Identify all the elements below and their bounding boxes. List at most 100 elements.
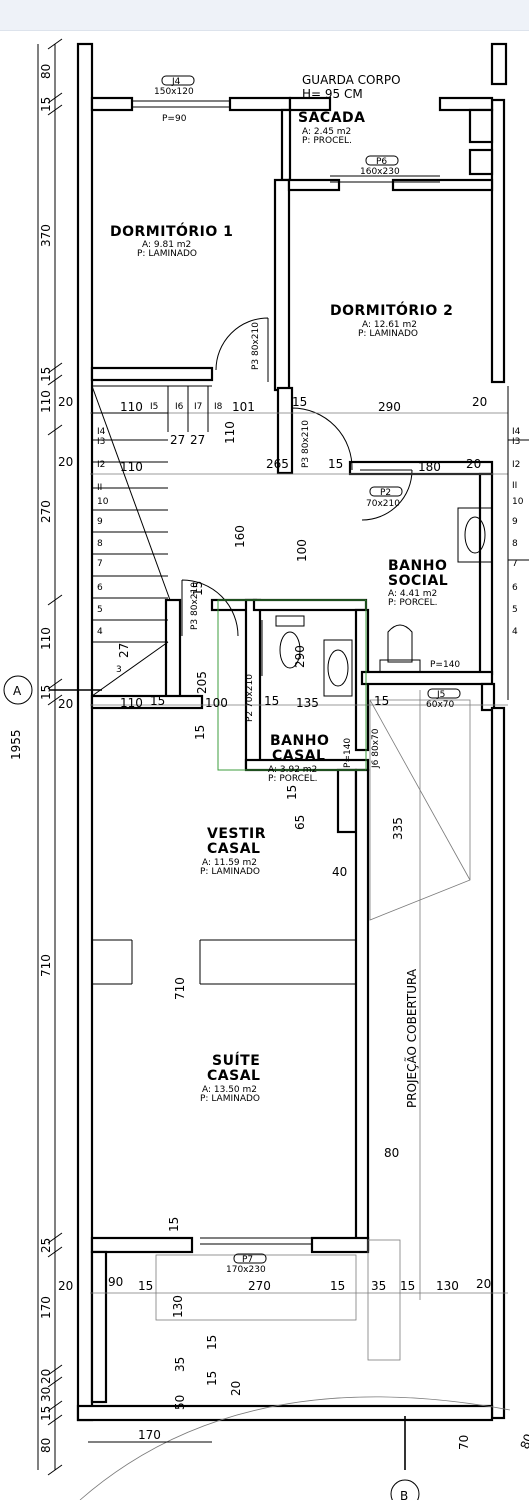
dim: 70	[457, 1435, 471, 1450]
left-dim-label: 25	[39, 1238, 53, 1253]
room-labels: DORMITÓRIO 1 A: 9.81 m2 P: LAMINADO DORM…	[110, 110, 453, 1104]
stair-step-number: 6	[512, 583, 518, 593]
tag-p7: P7	[242, 1255, 253, 1265]
room-suite-name-2: CASAL	[207, 1068, 260, 1084]
room-banho-social-floor: P: PORCEL.	[388, 598, 437, 608]
room-sacada-floor: P: PROCEL.	[302, 136, 352, 146]
left-dim-label: 110	[39, 390, 53, 413]
stair-step-number: I3	[97, 437, 105, 447]
dim: 15	[150, 694, 165, 708]
dim: I5	[150, 402, 158, 412]
room-suite-floor: P: LAMINADO	[200, 1094, 260, 1104]
dim: 80	[384, 1146, 399, 1160]
stair-step-number: II	[97, 483, 102, 493]
stair-step-number: I2	[97, 460, 105, 470]
dim: 20	[58, 455, 73, 469]
dim: 20	[58, 1279, 73, 1293]
tag-p90: P=90	[162, 114, 187, 124]
openings-lines	[132, 100, 440, 1245]
stair-step-number: 9	[97, 517, 103, 527]
dim: 27	[117, 643, 131, 658]
viewer-top-bar	[0, 0, 529, 31]
stair-step-number: II	[512, 481, 517, 491]
room-dormitorio-2-name: DORMITÓRIO 2	[330, 301, 453, 319]
dim: 265	[266, 457, 289, 471]
dim-total: 1955	[9, 729, 23, 760]
notes: GUARDA CORPO H= 95 CM PROJEÇÃO COBERTURA	[302, 73, 419, 1108]
dim: 20	[476, 1277, 491, 1291]
tag-p3-stair: P3 80x210	[190, 582, 200, 630]
dim: 15	[400, 1279, 415, 1293]
room-banho-casal-name-2: CASAL	[272, 748, 325, 764]
room-vestir-name-2: CASAL	[207, 841, 260, 857]
dim: 20	[58, 697, 73, 711]
room-banho-casal-floor: P: PORCEL.	[268, 774, 317, 784]
tag-p7-size: 170x230	[226, 1265, 266, 1275]
stair-step-number: 7	[97, 559, 103, 569]
dim: 40	[332, 865, 347, 879]
dim: I8	[214, 402, 223, 412]
tag-j4: J4	[171, 77, 181, 87]
section-b-label: B	[400, 1489, 408, 1500]
dim: 80	[518, 1432, 529, 1451]
left-dim-label: 80	[39, 1438, 53, 1453]
stair-step-number: 8	[512, 539, 518, 549]
left-dim-label: 15	[39, 367, 53, 382]
tag-p3-dorm1: P3 80x210	[251, 322, 261, 370]
dim: 20	[472, 395, 487, 409]
room-dormitorio-1-area: A: 9.81 m2	[142, 240, 191, 250]
stair-step-number: 10	[97, 497, 109, 507]
left-dim-label: 370	[39, 224, 53, 247]
dim: 100	[205, 696, 228, 710]
dim: 15	[205, 1371, 219, 1386]
room-suite-area: A: 13.50 m2	[202, 1085, 257, 1095]
stair-step-number: 8	[97, 539, 103, 549]
room-sacada-name: SACADA	[298, 110, 365, 126]
room-banho-social-name-1: BANHO	[388, 558, 447, 574]
room-vestir-floor: P: LAMINADO	[200, 867, 260, 877]
room-dormitorio-2-floor: P: LAMINADO	[358, 329, 418, 339]
stair-step-number: 4	[97, 627, 103, 637]
dim: 270	[248, 1279, 271, 1293]
tag-j5-size: 60x70	[426, 700, 455, 710]
stair-step-number: I2	[512, 460, 520, 470]
note-guarda-height: H= 95 CM	[302, 87, 363, 101]
dim: 15	[285, 785, 299, 800]
left-dim-label: 15	[39, 1406, 53, 1421]
dim: 135	[296, 696, 319, 710]
section-marker-a: A	[3, 675, 102, 705]
opening-tags: J4 150x120 P=90 P6 160x230 P3 80x210 P3 …	[154, 75, 461, 1275]
dim: 15	[138, 1279, 153, 1293]
dim: 710	[173, 977, 187, 1000]
left-dim-label: 710	[39, 954, 53, 977]
stair-step-number: 10	[512, 497, 524, 507]
dim: 15	[292, 395, 307, 409]
dim: 100	[295, 539, 309, 562]
left-dim-label: 20	[39, 1369, 53, 1384]
dim: 27	[170, 433, 185, 447]
dim: 110	[120, 460, 143, 474]
room-banho-social-name-2: SOCIAL	[388, 573, 448, 589]
dim: 290	[378, 400, 401, 414]
note-projecao-cobertura: PROJEÇÃO COBERTURA	[404, 968, 419, 1108]
tag-j6: J6 80x70	[371, 728, 381, 769]
dim: 20	[58, 395, 73, 409]
dim: 180	[418, 460, 441, 474]
dim: 20	[466, 457, 481, 471]
left-dim-label: 15	[39, 685, 53, 700]
stair-step-number: I3	[512, 437, 520, 447]
tag-p3-dorm2: P3 80x210	[301, 420, 311, 468]
stair-step-number: 5	[97, 605, 103, 615]
dim: 110	[223, 421, 237, 444]
room-vestir-name-1: VESTIR	[207, 826, 266, 842]
dim: 15	[205, 1335, 219, 1350]
dim: 110	[120, 400, 143, 414]
dim: 15	[328, 457, 343, 471]
dim: 27	[190, 433, 205, 447]
walls	[76, 42, 508, 1422]
dim: 15	[191, 581, 205, 596]
section-marker-b: B	[390, 1416, 420, 1500]
left-dim-label: 30	[39, 1387, 53, 1402]
room-banho-casal-name-1: BANHO	[270, 733, 329, 749]
